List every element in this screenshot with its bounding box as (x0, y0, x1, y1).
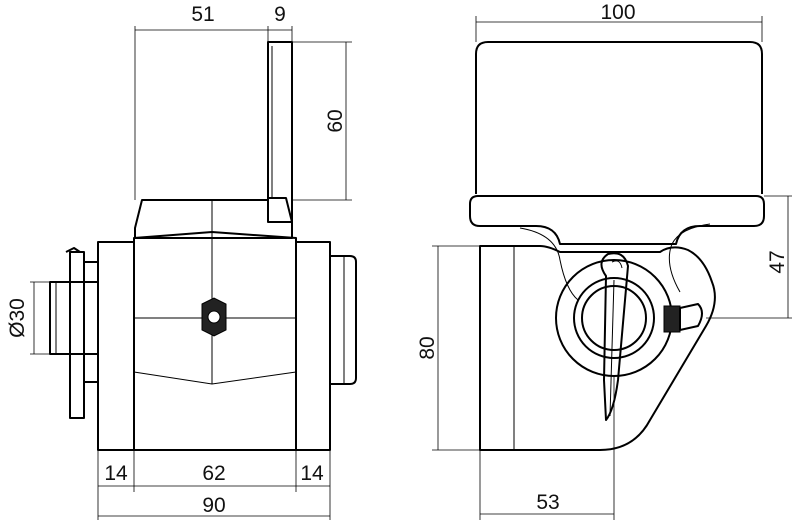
pivot-mid-ring (573, 277, 655, 359)
body-lower-bevel (133, 371, 297, 385)
dim-plate-thickness: 9 (274, 3, 286, 26)
pin-shaft-line (609, 279, 615, 417)
dim-shaft-diameter: Ø30 (6, 298, 29, 338)
right-flange (295, 241, 331, 451)
grease-nipple-center (207, 310, 221, 324)
side-nipple-cap (679, 303, 703, 331)
dim-pivot-offset: 53 (536, 491, 559, 514)
left-flange (97, 241, 135, 451)
upper-block (134, 197, 293, 239)
left-pin-head (65, 247, 81, 253)
dim-left-flange: 14 (104, 462, 128, 485)
dim-body-height: 80 (416, 336, 439, 359)
dim-body-width: 62 (202, 462, 225, 485)
left-washer (69, 251, 85, 419)
spring-right (668, 223, 711, 293)
main-body (133, 231, 297, 451)
front-view: 51 9 60 Ø30 14 62 14 90 (6, 3, 357, 520)
dim-arm-width: 51 (191, 3, 214, 26)
dim-pivot-height: 47 (766, 250, 789, 273)
lower-body (479, 245, 716, 451)
dim-overall-width: 90 (202, 494, 225, 517)
side-view: 100 47 80 53 (416, 1, 792, 520)
housing-bottom-lip (469, 195, 765, 245)
dim-right-flange: 14 (300, 462, 324, 485)
spring-left (519, 227, 579, 301)
dim-top-width: 100 (600, 1, 635, 24)
left-washer-hub (83, 261, 99, 383)
pin-loop (611, 260, 623, 269)
left-shaft (49, 281, 99, 355)
dim-arm-height: 60 (324, 109, 347, 132)
top-housing (475, 41, 763, 194)
side-nipple-icon (663, 305, 681, 333)
right-collar (329, 255, 357, 385)
